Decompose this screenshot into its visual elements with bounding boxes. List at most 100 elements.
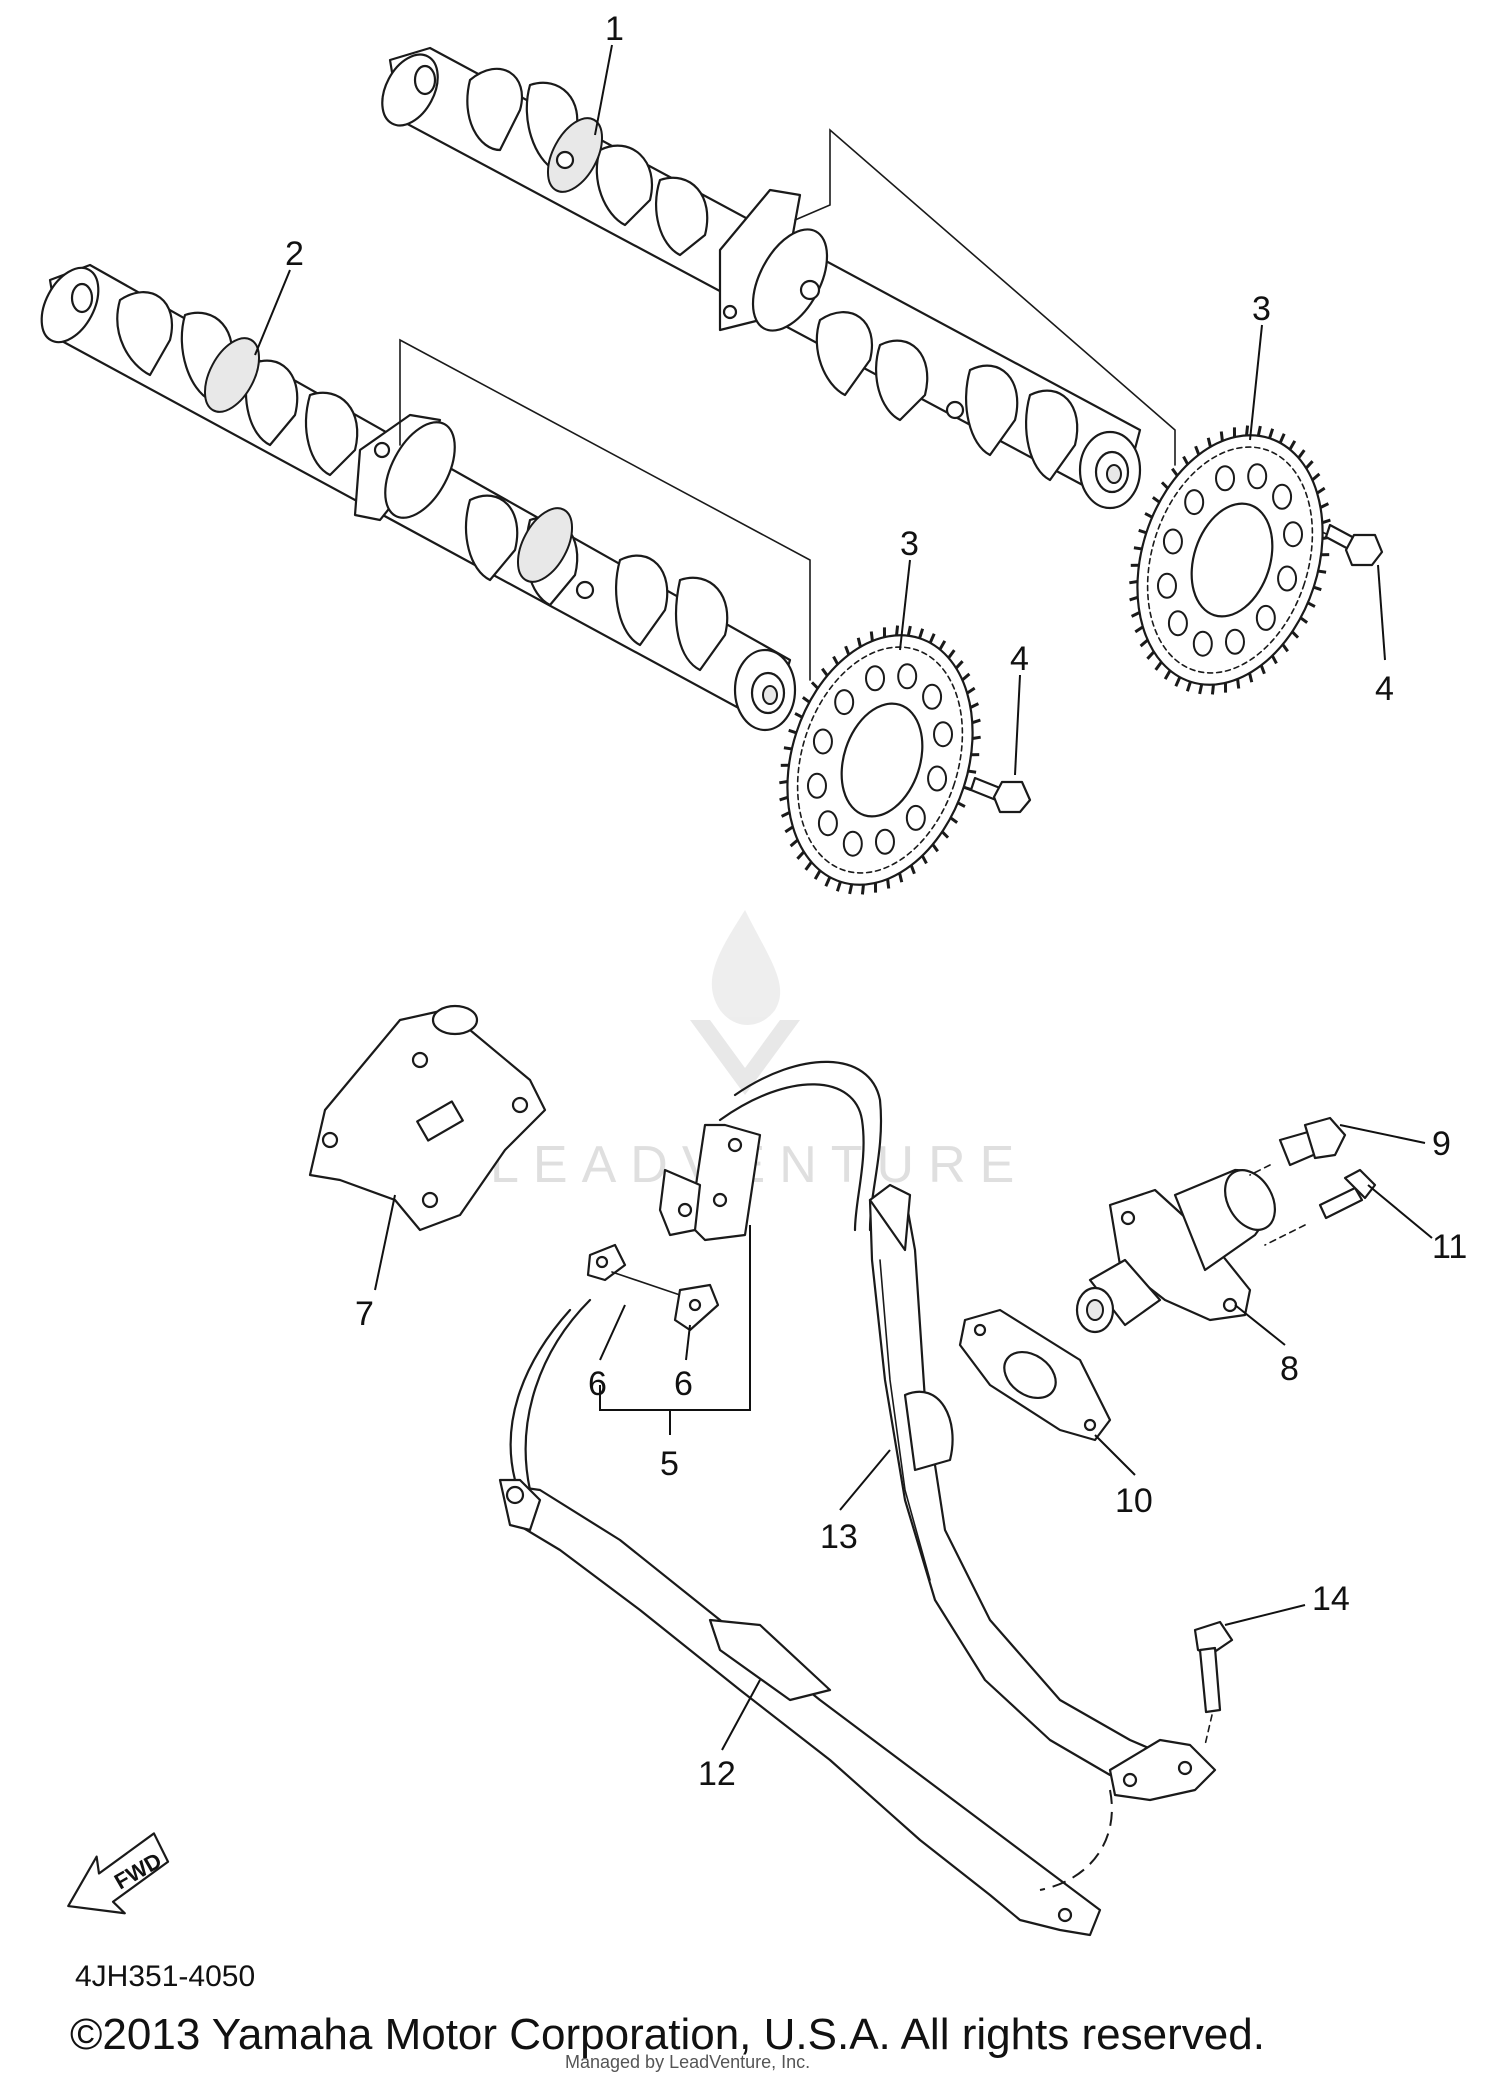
- sprocket-hole: [1277, 565, 1298, 592]
- callout-13: 13: [820, 1518, 858, 1556]
- sprocket-tooth: [955, 660, 964, 670]
- sprocket-tooth: [938, 640, 947, 651]
- sprocket-tooth: [1288, 440, 1297, 451]
- sprocket-tooth: [1182, 455, 1190, 466]
- sprocket-hole: [842, 830, 863, 857]
- sprocket-tooth: [813, 869, 822, 880]
- sprocket-tooth: [963, 785, 972, 792]
- sprocket-hole: [1167, 610, 1188, 637]
- sprocket-tooth: [941, 830, 950, 839]
- sprocket-hole: [927, 765, 948, 792]
- sprocket-tooth: [780, 811, 791, 818]
- sprocket-tooth: [1311, 472, 1321, 482]
- sprocket-tooth: [779, 779, 788, 785]
- sprocket-tooth: [961, 672, 971, 682]
- sprocket-hole: [806, 772, 827, 799]
- sprocket-tooth: [1321, 518, 1331, 525]
- sprocket-hole: [1247, 463, 1268, 490]
- gasket-10: [958, 1308, 1112, 1442]
- sprocket-tooth: [1130, 611, 1141, 618]
- sprocket-tooth: [895, 625, 900, 636]
- sprocket-tooth: [1259, 664, 1266, 675]
- sprocket-tooth: [1160, 481, 1169, 490]
- sprocket-tooth: [1154, 661, 1163, 671]
- sprocket-tooth: [1305, 460, 1314, 470]
- sprocket-tooth: [957, 801, 966, 808]
- sprocket-tooth: [844, 645, 851, 656]
- callout-6a: 6: [588, 1365, 607, 1403]
- sprocket-tooth: [1317, 569, 1327, 574]
- callout-3a: 3: [1252, 290, 1271, 328]
- sprocket-tooth: [886, 878, 891, 889]
- sprocket-tooth: [1316, 486, 1326, 495]
- sprocket-tooth: [909, 864, 916, 875]
- sprocket-tooth: [1291, 630, 1300, 639]
- overlay-note: Managed by LeadVenture, Inc.: [565, 2052, 811, 2072]
- sprocket-hole: [1162, 528, 1183, 555]
- bolt-4-lower: [969, 776, 1032, 814]
- callout-9: 9: [1432, 1125, 1451, 1163]
- part-code: 4JH351-4050: [75, 1960, 256, 1993]
- sprocket-tooth: [898, 872, 904, 883]
- sprocket-tooth: [1133, 546, 1143, 551]
- sprocket-tooth: [1144, 512, 1153, 519]
- copyright: ©2013 Yamaha Motor Corporation, U.S.A. A…: [70, 2010, 1265, 2059]
- sprocket-tooth: [1245, 425, 1250, 436]
- camshaft-2: [40, 263, 797, 732]
- sprocket-tooth: [1268, 428, 1275, 439]
- sprocket-hole: [834, 689, 855, 716]
- chain-link-master: [658, 1123, 762, 1242]
- sprocket-tooth: [928, 633, 936, 644]
- sprocket-tooth: [796, 850, 805, 860]
- sprocket-tooth: [1313, 585, 1322, 592]
- sprocket-tooth: [824, 876, 832, 887]
- callout-5: 5: [660, 1445, 679, 1483]
- sprocket-tooth: [918, 628, 925, 639]
- sprocket-tooth: [789, 838, 799, 848]
- sprocket-tooth: [1174, 676, 1182, 687]
- sprocket-tooth: [1129, 579, 1138, 585]
- sprocket-hole: [865, 665, 886, 692]
- chain-guide-12: [498, 1478, 1102, 1937]
- sprocket-tooth: [1248, 672, 1254, 683]
- sprocket-tooth: [967, 769, 977, 774]
- sprocket-tooth: [906, 625, 912, 637]
- sprocket-tooth: [1281, 643, 1289, 653]
- sprocket-hole: [1224, 628, 1245, 655]
- sprocket-tooth: [1297, 449, 1306, 459]
- callouts: 1 2 3 3 4 4 5 6 6 7 8 9 10 11 12 13: [254, 10, 1467, 1793]
- sprocket-tooth: [1236, 678, 1241, 689]
- sprocket-tooth: [1151, 496, 1161, 504]
- watermark: LEADVENTURE: [490, 910, 1014, 1194]
- sprocket-tooth: [1138, 528, 1147, 535]
- sprocket-hole: [1156, 572, 1177, 599]
- sprocket-tooth: [971, 718, 981, 725]
- sprocket-tooth: [931, 843, 939, 853]
- sprocket-tooth: [969, 702, 980, 709]
- callout-3b: 3: [900, 525, 919, 563]
- sprocket-tooth: [832, 655, 840, 666]
- sprocket-tooth: [784, 825, 794, 834]
- sprocket-tooth: [1198, 683, 1204, 695]
- sprocket-tooth: [804, 861, 813, 871]
- sprocket-tooth: [920, 854, 928, 865]
- bolt-11: [1264, 1168, 1377, 1246]
- sprocket-tooth: [801, 696, 811, 704]
- sprocket-tooth: [835, 881, 842, 892]
- sprocket-tooth: [1210, 684, 1215, 695]
- bolt-9: [1249, 1116, 1347, 1176]
- callout-4a: 4: [1010, 640, 1029, 678]
- callout-10: 10: [1115, 1482, 1153, 1520]
- sprocket-tooth: [1278, 433, 1286, 444]
- chain-tensioner-8: [1075, 1168, 1276, 1334]
- chain-guide-13: [868, 1183, 1217, 1802]
- sprocket-tooth: [794, 712, 803, 719]
- sprocket-tooth: [810, 681, 819, 690]
- sprocket-hole: [1184, 489, 1205, 516]
- sprocket-hole: [1255, 604, 1276, 631]
- callout-7: 7: [355, 1295, 374, 1333]
- sprocket-tooth: [869, 631, 874, 642]
- sprocket-tooth: [1185, 681, 1192, 692]
- sprocket-tooth: [856, 637, 862, 648]
